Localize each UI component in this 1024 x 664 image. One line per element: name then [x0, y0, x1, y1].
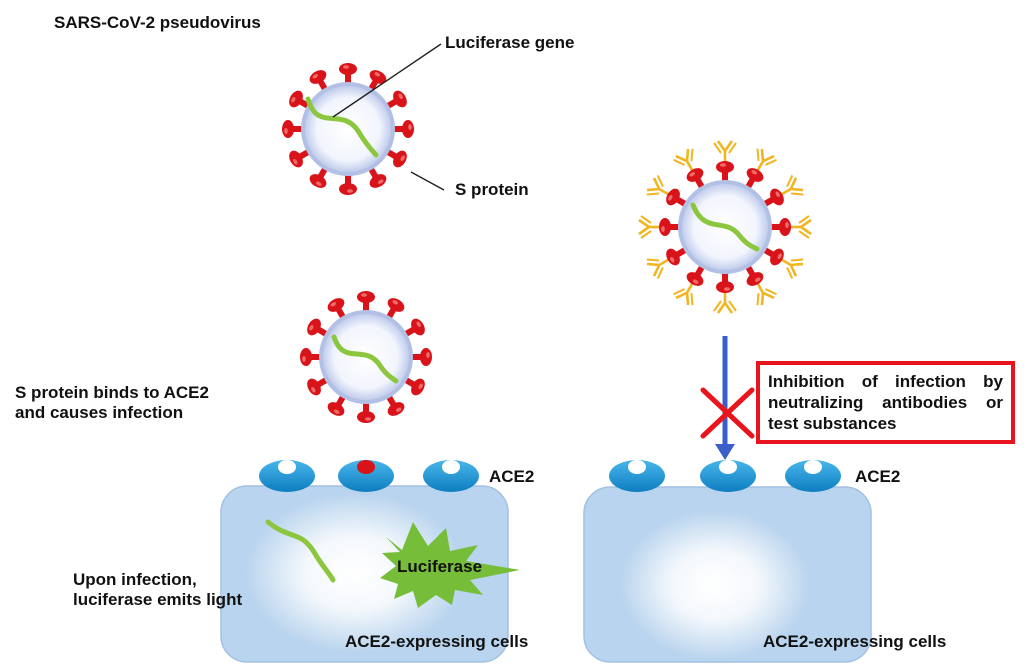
ace2-label-right: ACE2	[855, 467, 901, 486]
inhibition-line-3: test substances	[768, 414, 897, 433]
binds-ace2-line-2: and causes infection	[15, 403, 184, 422]
blocked-arrow-head	[715, 444, 735, 460]
s-protein-pointer	[410, 171, 445, 191]
ace2-receptors-right	[609, 460, 841, 492]
luciferase-gene-strand	[331, 334, 399, 384]
luciferase-gene-in-cell	[265, 519, 336, 583]
pseudovirus-bound	[300, 291, 432, 423]
pseudovirus-neutralized	[637, 139, 813, 315]
luciferase-gene-pointer	[332, 43, 442, 118]
ace2-receptors-left	[259, 460, 479, 492]
luciferase-burst-icon	[380, 522, 520, 608]
inhibition-line-1: Inhibition of infection by	[768, 372, 1003, 391]
cell-glow-right	[620, 510, 810, 660]
ace2-label-left: ACE2	[489, 467, 535, 486]
pseudovirus-top	[282, 63, 414, 195]
emits-light-line-2: luciferase emits light	[73, 590, 243, 609]
luciferase-gene-strand	[690, 202, 760, 252]
binds-ace2-caption: S protein binds to ACE2 and causes infec…	[15, 383, 209, 423]
inhibition-line-2: neutralizing antibodies or	[768, 393, 1003, 412]
luciferase-gene-strand	[305, 96, 379, 158]
inhibition-callout: Inhibition of infection by neutralizing …	[756, 361, 1015, 444]
pseudovirus-label: SARS-CoV-2 pseudovirus	[54, 13, 261, 32]
emits-light-line-1: Upon infection,	[73, 570, 197, 589]
emits-light-caption: Upon infection, luciferase emits light	[73, 570, 242, 610]
s-protein-label: S protein	[455, 180, 529, 199]
binds-ace2-line-1: S protein binds to ACE2	[15, 383, 209, 402]
luciferase-gene-label: Luciferase gene	[445, 33, 575, 52]
block-x-icon	[700, 387, 755, 439]
cells-label-right: ACE2-expressing cells	[763, 632, 947, 651]
viral-envelope	[301, 82, 395, 176]
luciferase-label: Luciferase	[397, 557, 483, 576]
cells-label-left: ACE2-expressing cells	[345, 632, 529, 651]
